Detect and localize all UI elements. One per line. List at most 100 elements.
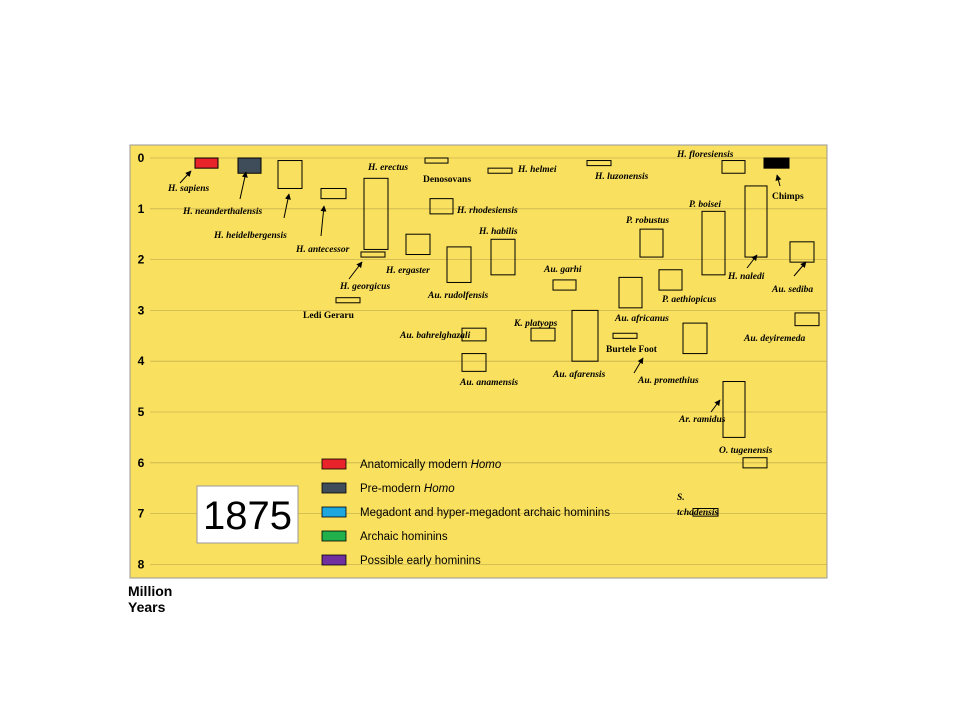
range-bar-p-aethiopicus (658, 269, 683, 291)
arrow-h-naledi (746, 254, 758, 269)
arrow-au-promethius (633, 357, 644, 374)
taxon-label-p-aethiopicus: P. aethiopicus (662, 295, 716, 305)
range-bar-au-rudolfensis (446, 246, 472, 283)
legend-swatch-pre-modern-homo (321, 482, 347, 494)
range-bar-h-ergaster (405, 233, 431, 256)
range-bar-s-tchadensis (692, 508, 719, 517)
year-text: 1875 (203, 494, 292, 538)
arrow-h-antecessor (320, 205, 327, 237)
range-bar-burtele-foot (612, 332, 638, 339)
arrow-h-heidelbergensis (283, 193, 291, 219)
taxon-label-au-promethius: Au. promethius (637, 376, 699, 386)
taxon-label-h-erectus: H. erectus (367, 163, 408, 173)
y-unit-line-1: Million (128, 583, 172, 599)
taxon-label-denosovans: Denosovans (423, 175, 471, 185)
range-bar-au-anamensis (461, 353, 487, 372)
arrow-h-neanderthalensis (239, 171, 248, 200)
taxon-label-h-luzonensis: H. luzonensis (594, 172, 649, 182)
range-bar-h-georgicus (360, 251, 386, 258)
taxon-label-o-tugenensis: O. tugenensis (719, 446, 773, 456)
range-bar-au-deyiremeda (794, 312, 820, 327)
taxon-label-au-rudolfensis: Au. rudolfensis (427, 291, 488, 301)
y-tick-label: 3 (138, 303, 145, 317)
taxon-label-h-ergaster: H. ergaster (385, 266, 430, 276)
taxon-label-au-africanus: Au. africanus (614, 314, 669, 324)
taxon-label-h-helmei: H. helmei (517, 165, 557, 175)
y-unit-line-2: Years (128, 599, 166, 615)
taxon-label-h-antecessor: H. antecessor (295, 245, 350, 255)
taxon-label-h-floresiensis: H. floresiensis (676, 150, 734, 160)
range-bar-h-luzonensis (586, 160, 612, 167)
legend-swatch-archaic-hominins (321, 530, 347, 542)
range-bar-h-habilis (490, 238, 516, 276)
taxon-label-au-anamensis: Au. anamensis (459, 378, 518, 388)
taxon-label-h-heidelbergensis: H. heidelbergensis (213, 231, 287, 241)
taxon-label-ar-ramidus: Ar. ramidus (678, 415, 726, 425)
range-bar-au-afarensis (571, 309, 599, 362)
y-tick-label: 5 (138, 405, 145, 419)
taxon-label-chimps: Chimps (772, 192, 804, 202)
range-bar-h-sapiens (194, 157, 219, 169)
taxon-label-burtele-foot: Burtele Foot (606, 345, 658, 355)
taxon-label-h-habilis: H. habilis (478, 227, 518, 237)
taxon-label-au-deyiremeda: Au. deyiremeda (743, 334, 805, 344)
range-bar-ledi-geraru (335, 297, 361, 304)
arrow-h-georgicus (348, 261, 363, 280)
range-bar-ar-ramidus (722, 381, 746, 438)
range-bar-h-floresiensis (721, 160, 746, 174)
range-bar-o-tugenensis (742, 457, 768, 469)
taxon-label-au-bahrelghazali: Au. bahrelghazali (399, 331, 471, 341)
taxon-labels: H. sapiens H. neanderthalensis H. heidelbe… (167, 150, 813, 518)
range-bar-denosovans (424, 157, 449, 164)
range-bar-chimps (763, 157, 790, 169)
y-tick-label: 7 (138, 507, 145, 521)
range-bar-au-promethius (682, 322, 708, 355)
legend-label-pre-modern-homo: Pre-modern Homo (360, 483, 455, 495)
legend-swatch-anatomically-modern-homo (321, 458, 347, 470)
range-bar-h-helmei (487, 167, 513, 174)
taxon-ranges (194, 157, 820, 517)
taxon-label-ledi-geraru: Ledi Geraru (303, 311, 355, 321)
taxon-label-p-robustus: P. robustus (626, 216, 669, 226)
taxon-label-h-rhodesiensis: H. rhodesiensis (456, 206, 518, 216)
range-bar-p-robustus (639, 228, 664, 258)
legend-label-megadont-and-hyper-megadont-archaic-hominins: Megadont and hyper-megadont archaic homi… (360, 507, 610, 519)
range-bar-au-africanus (618, 276, 643, 309)
range-bar-au-bahrelghazali (461, 327, 487, 342)
taxon-label-h-naledi: H. naledi (727, 272, 765, 282)
arrow-au-sediba (793, 261, 807, 277)
range-bar-p-boisei (701, 210, 726, 276)
year-box (196, 485, 299, 544)
y-tick-label: 1 (138, 202, 145, 216)
range-bar-h-heidelbergensis (277, 160, 303, 189)
range-bar-au-garhi (552, 279, 577, 291)
legend-swatch-possible-early-hominins (321, 554, 347, 566)
grid-lines (150, 157, 827, 565)
legend-swatch-megadont-and-hyper-megadont-archaic-hominins (321, 506, 347, 518)
legend-label-possible-early-hominins: Possible early hominins (360, 555, 481, 567)
y-tick-label: 8 (138, 557, 145, 571)
taxon-label-p-boisei: P. boisei (689, 200, 721, 210)
range-bar-h-rhodesiensis (429, 198, 454, 215)
arrow-chimps (775, 174, 782, 187)
taxon-label-k-platyops: K. platyops (513, 319, 558, 329)
taxon-label-s-tchadensis-line-2: tchadensis (677, 508, 718, 518)
taxon-label-s-tchadensis: S. (677, 493, 685, 503)
y-tick-label: 6 (138, 456, 145, 470)
arrow-ar-ramidus (710, 399, 721, 413)
taxon-label-h-sapiens: H. sapiens (167, 184, 209, 194)
taxon-label-h-neanderthalensis: H. neanderthalensis (182, 207, 262, 217)
taxon-label-au-sediba: Au. sediba (771, 285, 813, 295)
legend-label-anatomically-modern-homo: Anatomically modern Homo (360, 459, 502, 471)
taxon-label-h-georgicus: H. georgicus (339, 282, 390, 292)
arrow-h-sapiens (179, 170, 192, 184)
range-bar-h-antecessor (320, 187, 347, 200)
taxon-label-au-afarensis: Au. afarensis (552, 370, 606, 380)
y-tick-label: 4 (138, 354, 145, 368)
legend-label-archaic-hominins: Archaic hominins (360, 531, 448, 543)
range-bar-h-erectus (363, 177, 389, 250)
taxon-label-au-garhi: Au. garhi (543, 265, 582, 275)
